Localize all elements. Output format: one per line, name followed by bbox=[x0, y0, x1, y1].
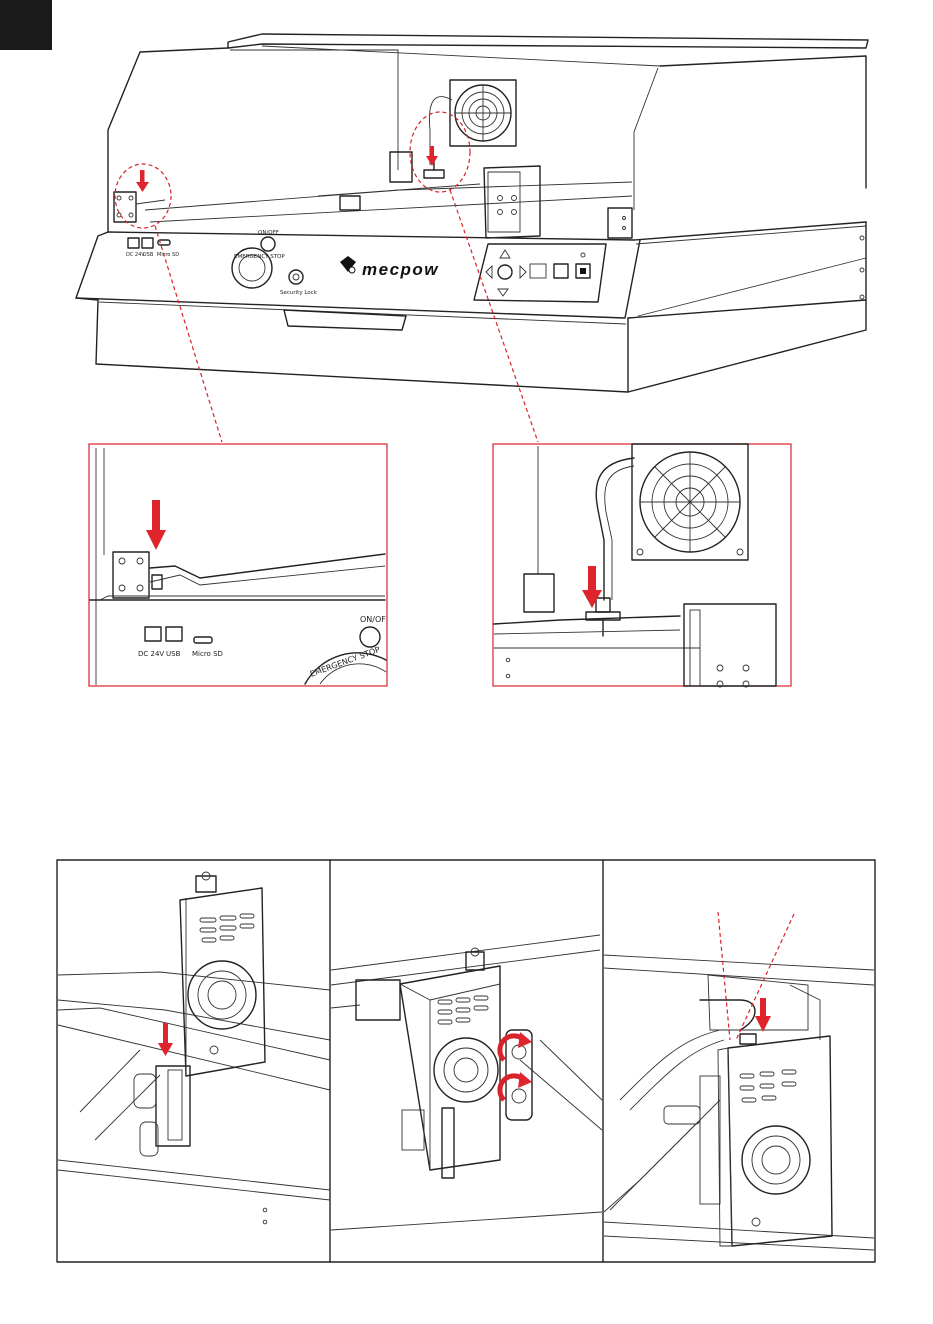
step-3-panel bbox=[604, 912, 874, 1250]
down-arrow-icon bbox=[146, 530, 166, 550]
power-label: ON/OFF bbox=[258, 230, 279, 236]
step-panels-frame bbox=[57, 860, 875, 1262]
front-panel: DC 24V USB Micro SD ON/OFF EMERGENCY STO… bbox=[126, 230, 606, 302]
down-arrow-icon bbox=[426, 156, 438, 166]
security-lock-label: Security Lock bbox=[280, 290, 318, 296]
vent-slots bbox=[200, 914, 254, 942]
detail-left: DC 24V USB Micro SD ON/OF EMERGENCY STOP bbox=[89, 444, 387, 686]
down-arrow-icon bbox=[136, 182, 149, 192]
arrow-down-icon[interactable] bbox=[498, 289, 508, 296]
vent-slots bbox=[740, 1070, 796, 1102]
estop-label-zoom: EMERGENCY STOP bbox=[309, 645, 382, 679]
laser-module bbox=[390, 152, 632, 238]
control-keypad bbox=[474, 244, 606, 302]
rotate-arrow-icon bbox=[518, 1032, 532, 1048]
arrow-up-icon[interactable] bbox=[500, 250, 510, 258]
exhaust-fan bbox=[429, 80, 516, 165]
play-pause-button[interactable] bbox=[554, 264, 568, 278]
detail-right bbox=[493, 444, 791, 687]
vent-slots bbox=[438, 996, 488, 1024]
step-1-panel bbox=[58, 872, 330, 1224]
home-button[interactable] bbox=[498, 265, 512, 279]
rotate-arrow-icon bbox=[518, 1072, 532, 1088]
estop-label: EMERGENCY STOP bbox=[234, 254, 285, 260]
step-2-panel bbox=[331, 935, 602, 1230]
frame-button[interactable] bbox=[530, 264, 546, 278]
sd-slot-label-zoom: Micro SD bbox=[192, 650, 223, 658]
usb-port-label: USB bbox=[143, 252, 154, 258]
sd-slot-label: Micro SD bbox=[157, 252, 179, 258]
power-label-zoom: ON/OF bbox=[360, 615, 386, 624]
down-arrow-icon bbox=[582, 590, 602, 608]
mecpow-logo-icon bbox=[340, 256, 356, 273]
security-lock[interactable] bbox=[289, 270, 303, 284]
usb-port-label-zoom: USB bbox=[166, 650, 181, 658]
dc-port-label-zoom: DC 24V bbox=[138, 650, 164, 658]
power-button[interactable] bbox=[261, 237, 275, 251]
brand-name: mecpow bbox=[362, 260, 439, 279]
arrow-left-icon[interactable] bbox=[486, 266, 492, 278]
arrow-right-icon[interactable] bbox=[520, 266, 526, 278]
